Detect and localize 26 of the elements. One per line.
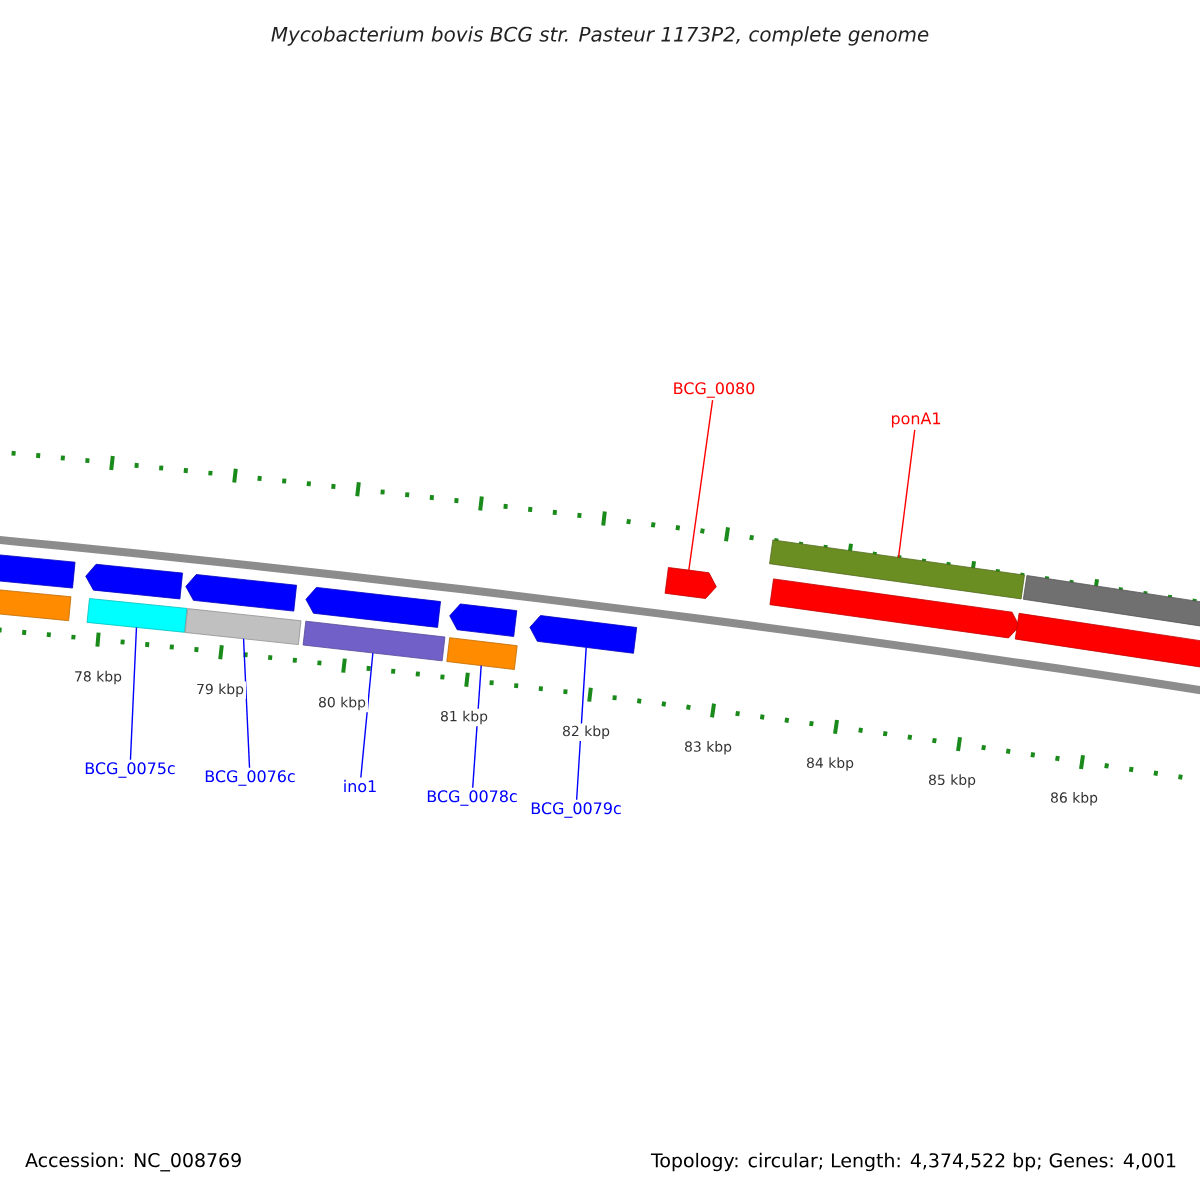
leader-line [575,646,587,801]
gene-feature [302,620,446,662]
gene-feature [769,539,1025,600]
accession-text: Accession: NC_008769 [25,1152,241,1172]
gene-feature [85,563,183,600]
leader-line [897,429,916,559]
gene-feature [0,587,72,622]
leader-line [242,638,251,769]
gene-feature [1022,575,1200,629]
leader-line [360,652,374,779]
gene-feature [305,587,441,628]
gene-feature [1014,612,1200,670]
title: Mycobacterium bovis BCG str. Pasteur 1173P2, complete genome [271,26,929,46]
gene-feature [449,603,518,637]
gene-feature [185,574,297,612]
leader-line [472,664,482,789]
gene-feature [0,552,76,589]
gene-feature [769,578,1020,639]
leader-line [688,399,714,571]
gene-feature [446,637,518,670]
leader-line [129,626,138,761]
gene-feature [529,615,638,654]
gene-feature [664,567,717,599]
genome-info-text: Topology: circular; Length: 4,374,522 bp; Genes: 4,001 [650,1152,1176,1172]
gene-feature [86,598,188,633]
gene-feature [184,608,302,645]
